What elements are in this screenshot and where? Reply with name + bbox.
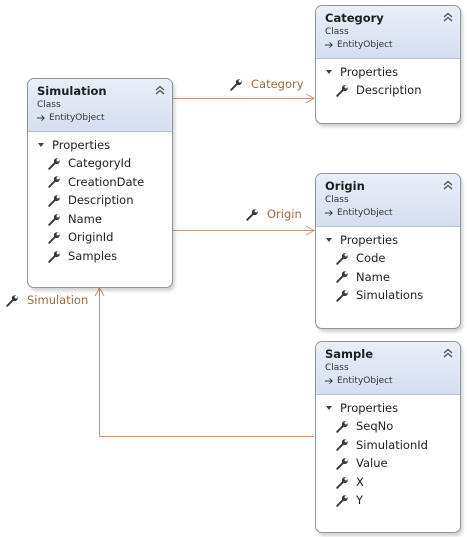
collapse-chevron-icon[interactable] <box>155 85 165 95</box>
expand-triangle-icon <box>326 70 332 74</box>
association-label-text: Category <box>251 77 304 91</box>
property-name: SimulationId <box>356 437 428 452</box>
property-item[interactable]: SimulationId <box>316 436 460 455</box>
wrench-icon <box>336 253 348 265</box>
property-item[interactable]: SeqNo <box>316 417 460 436</box>
property-item[interactable]: Simulations <box>316 286 460 305</box>
property-item[interactable]: Samples <box>28 247 172 266</box>
class-base-type: EntityObject <box>325 206 451 220</box>
category-association-label[interactable]: Category <box>230 77 304 91</box>
wrench-icon <box>48 251 60 263</box>
association-label-text: Simulation <box>27 293 89 307</box>
wrench-icon <box>48 232 60 244</box>
wrench-icon <box>48 213 60 226</box>
class-name: Origin <box>325 179 365 193</box>
wrench-icon <box>246 208 258 221</box>
class-header: Simulation Class EntityObject <box>28 79 172 132</box>
property-name: X <box>356 474 364 489</box>
class-header: Origin Class EntityObject <box>316 174 460 227</box>
wrench-icon <box>48 176 60 189</box>
property-name: Samples <box>68 248 118 263</box>
property-item[interactable]: Code <box>316 249 460 268</box>
property-name: Simulations <box>356 288 424 303</box>
property-name: Description <box>356 83 422 97</box>
wrench-icon <box>336 421 348 433</box>
simulation-association-line <box>99 288 314 437</box>
property-name: SeqNo <box>356 419 394 433</box>
class-name: Simulation <box>37 84 107 98</box>
properties-section-toggle[interactable]: Properties <box>316 59 460 81</box>
category-arrowhead <box>305 93 316 104</box>
property-name: Description <box>68 193 134 208</box>
property-item[interactable]: X <box>316 473 460 492</box>
inherit-arrow-icon <box>325 209 333 217</box>
association-label-text: Origin <box>267 207 302 221</box>
property-name: Value <box>356 456 388 471</box>
property-item[interactable]: Description <box>316 81 460 100</box>
property-item[interactable]: Description <box>28 191 172 210</box>
collapse-chevron-icon[interactable] <box>443 12 453 22</box>
class-base-type: EntityObject <box>325 374 451 388</box>
wrench-icon <box>336 495 348 507</box>
class-name: Sample <box>325 347 373 361</box>
property-item[interactable]: CreationDate <box>28 173 172 192</box>
class-name: Category <box>325 11 384 25</box>
wrench-icon <box>48 195 60 207</box>
inherit-arrow-icon <box>325 377 333 385</box>
property-item[interactable]: CategoryId <box>28 154 172 173</box>
property-item[interactable]: Name <box>316 268 460 287</box>
origin-association-label[interactable]: Origin <box>246 207 302 221</box>
wrench-icon <box>336 271 348 284</box>
property-item[interactable]: OriginId <box>28 228 172 247</box>
simulation-association-label[interactable]: Simulation <box>6 293 88 307</box>
class-stereotype: Class <box>325 27 349 37</box>
properties-section-toggle[interactable]: Properties <box>316 227 460 249</box>
property-item[interactable]: Value <box>316 454 460 473</box>
class-sample[interactable]: Sample Class EntityObject Properties Seq… <box>315 341 461 533</box>
properties-section-toggle[interactable]: Properties <box>316 395 460 417</box>
expand-triangle-icon <box>326 238 332 242</box>
class-category[interactable]: Category Class EntityObject Properties D… <box>315 5 461 124</box>
wrench-icon <box>336 476 348 489</box>
wrench-icon <box>336 85 348 97</box>
inherit-arrow-icon <box>325 41 333 49</box>
property-item[interactable]: Y <box>316 491 460 510</box>
collapse-chevron-icon[interactable] <box>443 180 453 190</box>
class-header: Sample Class EntityObject <box>316 342 460 395</box>
class-base-type: EntityObject <box>37 111 163 125</box>
class-stereotype: Class <box>37 100 61 110</box>
collapse-chevron-icon[interactable] <box>443 348 453 358</box>
property-name: Code <box>356 251 386 265</box>
wrench-icon <box>336 458 348 470</box>
class-stereotype: Class <box>325 363 349 373</box>
properties-section-toggle[interactable]: Properties <box>28 132 172 154</box>
class-header: Category Class EntityObject <box>316 6 460 59</box>
property-name: Name <box>356 269 390 284</box>
property-item[interactable]: Name <box>28 210 172 229</box>
class-stereotype: Class <box>325 195 349 205</box>
wrench-icon <box>6 294 18 307</box>
origin-arrowhead <box>305 225 316 236</box>
inherit-arrow-icon <box>37 114 45 122</box>
class-origin[interactable]: Origin Class EntityObject Properties Cod… <box>315 173 461 329</box>
class-base-type: EntityObject <box>325 38 451 52</box>
property-name: CreationDate <box>68 174 145 189</box>
expand-triangle-icon <box>38 143 44 147</box>
wrench-icon <box>230 78 242 91</box>
property-name: Name <box>68 211 102 226</box>
property-name: Y <box>356 493 364 508</box>
simulation-arrowhead <box>94 286 105 297</box>
wrench-icon <box>336 290 348 302</box>
class-simulation[interactable]: Simulation Class EntityObject Properties… <box>27 78 173 288</box>
wrench-icon <box>48 158 60 170</box>
property-name: OriginId <box>68 230 114 245</box>
expand-triangle-icon <box>326 406 332 410</box>
wrench-icon <box>336 439 348 452</box>
property-name: CategoryId <box>68 156 132 170</box>
property-list: Description <box>316 81 460 100</box>
